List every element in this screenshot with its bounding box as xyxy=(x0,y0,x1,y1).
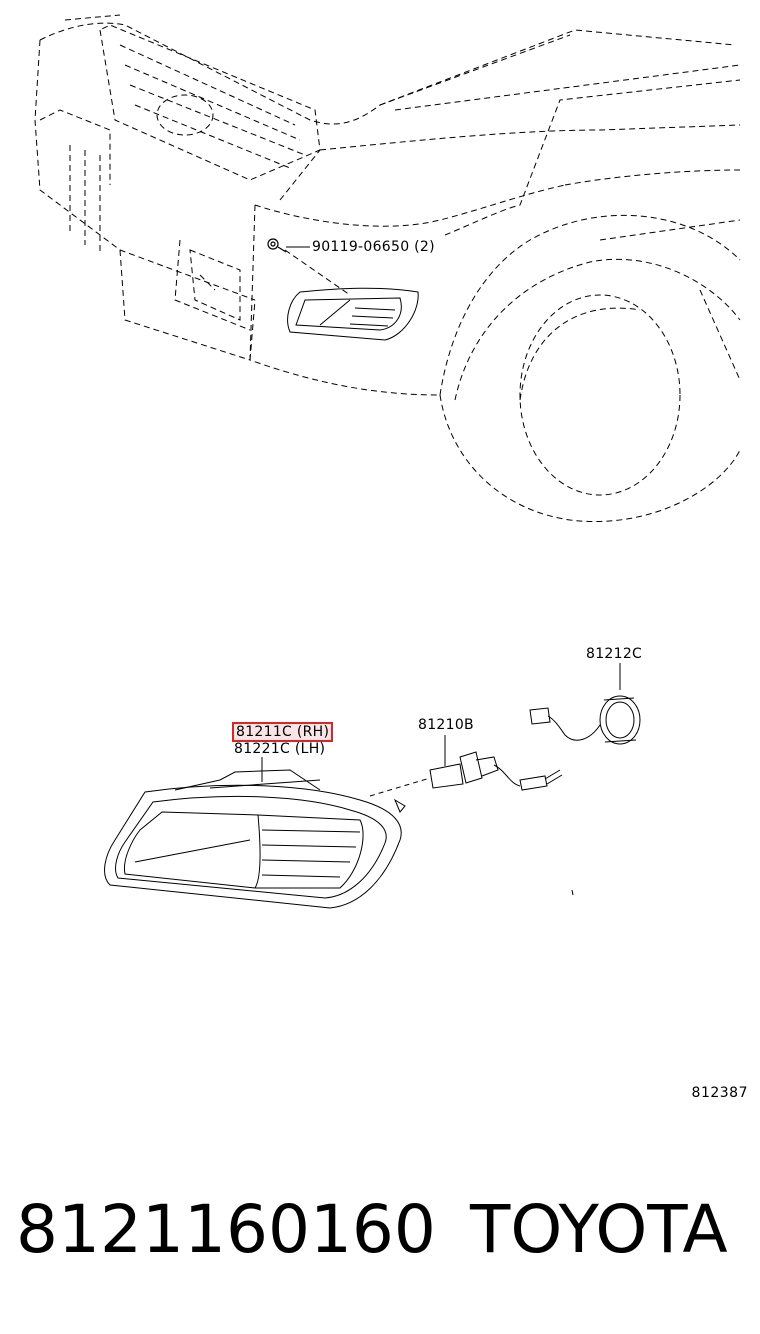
vehicle-front-outline xyxy=(34,14,741,522)
installed-fog-lamp xyxy=(287,287,419,341)
bolt-icon xyxy=(267,238,287,253)
lamp-lh-part-label: 81221C (LH) xyxy=(234,741,326,757)
bulb-icon xyxy=(429,751,563,791)
fog-lamp-housing xyxy=(104,769,406,909)
bulb-part-label: 81210B xyxy=(418,717,474,733)
lamp-rh-part-label: 81211C (RH) xyxy=(231,722,334,742)
bolt-part-label: 90119-06650 (2) xyxy=(312,239,435,255)
socket-part-label: 81212C xyxy=(586,646,643,662)
callout-leaders xyxy=(261,663,621,896)
socket-icon xyxy=(529,695,641,745)
part-number: 8121160160 xyxy=(16,1191,436,1268)
brand-name: TOYOTA xyxy=(470,1191,728,1268)
diagram-code: 812387 xyxy=(692,1085,748,1101)
